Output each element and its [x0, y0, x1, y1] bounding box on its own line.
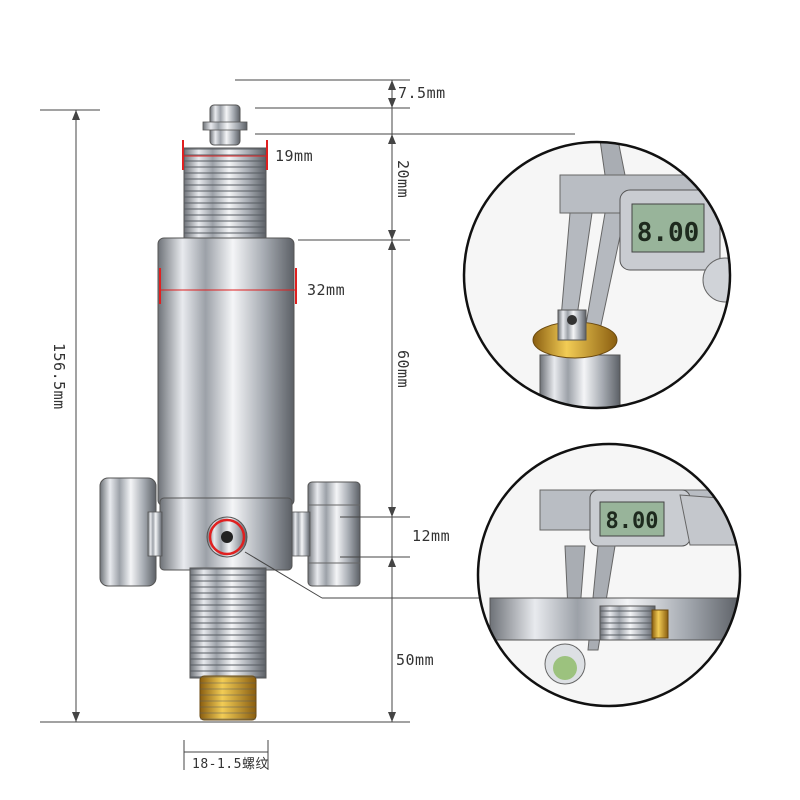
- bottom-closeup-photo: [476, 442, 742, 708]
- main-body: [157, 237, 295, 507]
- right-knob: [307, 481, 361, 587]
- dim-top-pin: 7.5mm: [398, 84, 446, 102]
- dimension-arrows: [72, 80, 396, 722]
- dimension-lines: [40, 79, 575, 770]
- dim-bottom-thread-length: 50mm: [396, 651, 435, 669]
- dim-top-thread-length: 20mm: [394, 160, 412, 199]
- bottom-caliper-readout: 8.00: [606, 509, 659, 534]
- top-caliper-readout: 8.00: [637, 218, 700, 248]
- dim-body-length: 60mm: [394, 350, 412, 389]
- dim-knob-width: 12mm: [412, 527, 451, 545]
- red-markers: [159, 140, 297, 304]
- dim-thread-diameter: 19mm: [275, 147, 314, 165]
- dim-body-diameter: 32mm: [307, 281, 346, 299]
- dim-total-length: 156.5mm: [50, 343, 68, 410]
- regulator: [99, 104, 361, 721]
- dim-bottom-thread-spec: 18-1.5螺纹: [192, 757, 269, 772]
- top-closeup-photo: [462, 140, 732, 410]
